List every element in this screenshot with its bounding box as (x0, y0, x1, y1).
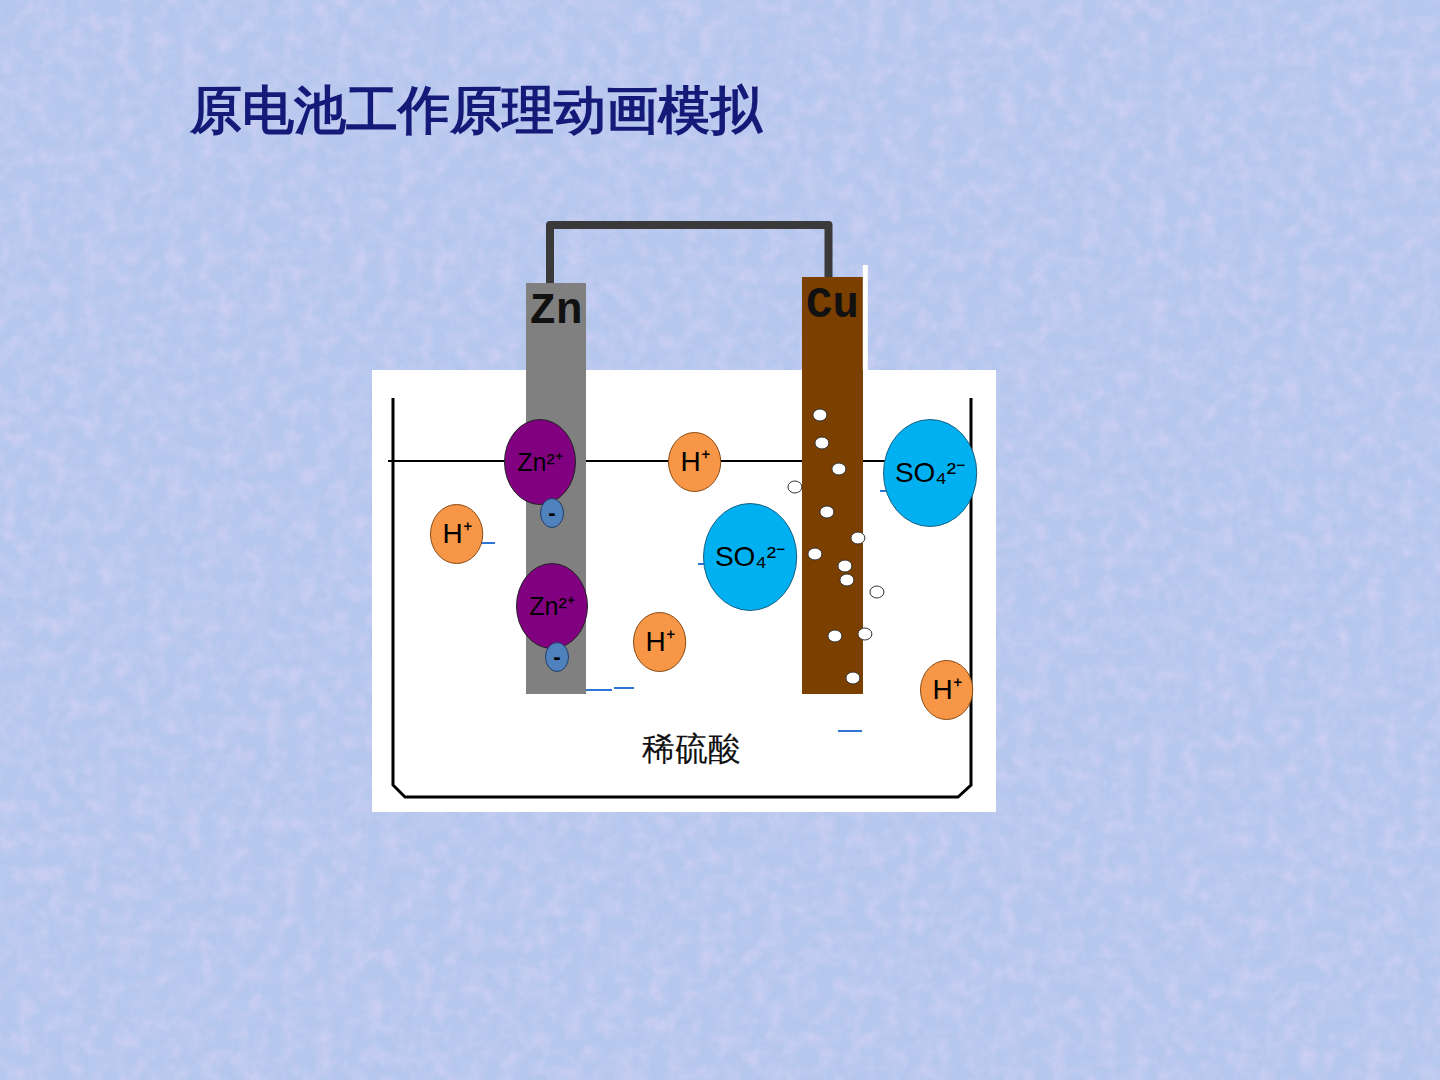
hydrogen-ion-label: H⁺ (680, 448, 709, 476)
hydrogen-bubble (808, 548, 822, 560)
hydrogen-bubble (870, 586, 884, 598)
hydrogen-bubble (851, 532, 865, 544)
electron-label: - (553, 646, 560, 668)
hydrogen-ion-outline (431, 505, 483, 564)
zinc-ion-label: Zn²⁺ (517, 450, 563, 475)
zinc-ion: Zn²⁺ (516, 563, 588, 649)
connecting-wire (550, 225, 829, 283)
hydrogen-ion: H⁺ (668, 432, 721, 492)
electron-outline (546, 643, 569, 672)
zinc-electrode: ZnZn²⁺-Zn²⁺- (526, 283, 587, 694)
electron-label: - (548, 502, 555, 524)
hydrogen-ion: H⁺ (633, 612, 686, 672)
motion-dash (545, 692, 565, 694)
copper-electrode-shape (802, 277, 863, 694)
sulfate-ion-outline (883, 420, 976, 527)
electron: - (545, 642, 569, 672)
zinc-ion-outline (517, 564, 588, 649)
electron-outline (541, 499, 564, 528)
zinc-electrode-label: Zn (526, 283, 587, 333)
hydrogen-ion: H⁺ (920, 660, 973, 720)
hydrogen-bubble (815, 437, 829, 449)
hydrogen-bubble (838, 560, 852, 572)
sulfate-ion-label: SO₄²⁻ (895, 459, 965, 487)
sulfate-ion: SO₄²⁻ (883, 419, 977, 527)
motion-dash (614, 687, 634, 689)
motion-dash (585, 689, 612, 691)
beaker: 稀硫酸 H⁺ SO₄²⁻ H⁺ SO₄²⁻ H⁺ H⁺ (372, 370, 996, 812)
hydrogen-bubble (820, 506, 834, 518)
sulfate-ion: SO₄²⁻ (703, 503, 797, 611)
zinc-ion-label: Zn²⁺ (529, 594, 575, 619)
hydrogen-bubble (828, 630, 842, 642)
copper-electrode: Cu (802, 277, 863, 694)
hydrogen-ion: H⁺ (430, 504, 483, 564)
sulfate-ion-outline (703, 504, 796, 611)
zinc-ion: Zn²⁺ (504, 419, 576, 505)
zinc-ion-outline (505, 420, 576, 505)
hydrogen-bubble (832, 463, 846, 475)
hydrogen-ion-label: H⁺ (442, 520, 471, 548)
copper-electrode-label: Cu (802, 277, 863, 327)
hydrogen-bubble (858, 628, 872, 640)
hydrogen-ion-label: H⁺ (932, 676, 961, 704)
hydrogen-ion-label: H⁺ (645, 628, 674, 656)
sulfate-ion-label: SO₄²⁻ (715, 543, 785, 571)
hydrogen-bubble (788, 481, 802, 493)
hydrogen-ion-outline (921, 661, 973, 720)
hydrogen-ion-outline (669, 433, 721, 492)
hydrogen-bubble (840, 574, 854, 586)
hydrogen-bubble (813, 409, 827, 421)
hydrogen-ion-outline (634, 613, 686, 672)
motion-dash (838, 730, 862, 732)
electron: - (540, 498, 564, 528)
hydrogen-bubble (846, 672, 860, 684)
beaker-label: 稀硫酸 (372, 732, 996, 765)
slide-title: 原电池工作原理动画模拟 (190, 76, 762, 146)
electrode-highlight (863, 265, 868, 370)
